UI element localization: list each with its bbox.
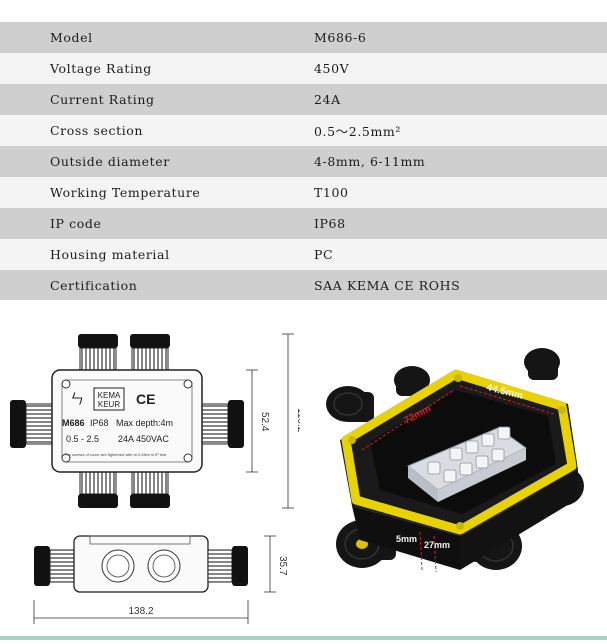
spec-label: Working Temperature xyxy=(50,185,201,200)
keur-text: KEUR xyxy=(98,400,120,409)
side-view xyxy=(34,535,248,593)
spec-label: Outside diameter xyxy=(50,154,170,169)
photo-dimension-lines xyxy=(361,385,555,573)
spec-value: 24A xyxy=(314,92,341,107)
spec-value: SAA KEMA CE ROHS xyxy=(314,278,461,293)
bottom-gland-left xyxy=(78,471,118,508)
photo-terminal-block xyxy=(407,426,527,502)
spec-label: IP code xyxy=(50,216,102,231)
technical-drawing: ㄣ KEMA KEUR CE M686 IP68 Max depth:4m 0.… xyxy=(0,300,320,640)
photo-svg: 72mm 44.5mm 5mm 27mm xyxy=(326,348,584,573)
drawing-svg: ㄣ KEMA KEUR CE M686 IP68 Max depth:4m 0.… xyxy=(10,333,306,624)
spec-value: T100 xyxy=(314,185,349,200)
spec-row-certification: Certification SAA KEMA CE ROHS xyxy=(0,270,607,301)
spec-row-model: Model M686-6 xyxy=(0,22,607,53)
dim-side xyxy=(264,535,276,593)
spec-row-ip-code: IP code IP68 xyxy=(0,208,607,239)
photo-gasket xyxy=(341,369,577,535)
spec-label: Model xyxy=(50,30,93,45)
spec-label: Housing material xyxy=(50,247,170,262)
spec-label: Current Rating xyxy=(50,92,155,107)
side-gland-left xyxy=(10,400,57,448)
spec-label: Cross section xyxy=(50,123,144,138)
top-gland-right xyxy=(130,334,170,371)
spec-row-voltage: Voltage Rating 450V xyxy=(0,53,607,84)
bottom-accent-line xyxy=(0,636,607,640)
spec-label: Certification xyxy=(50,278,138,293)
brand-logo: ㄣ xyxy=(70,391,84,407)
spec-label: Voltage Rating xyxy=(50,61,152,76)
spec-table: Model M686-6 Voltage Rating 450V Current… xyxy=(0,22,607,301)
photo-dim-d: 27mm xyxy=(424,540,450,550)
dim-width xyxy=(33,600,249,624)
drawing-ip: IP68 xyxy=(90,418,109,428)
top-gland-left xyxy=(78,334,118,371)
spec-row-working-temperature: Working Temperature T100 xyxy=(0,177,607,208)
spec-value: PC xyxy=(314,247,334,262)
spec-row-current: Current Rating 24A xyxy=(0,84,607,115)
drawing-section: 0.5 - 2.5 xyxy=(66,434,99,444)
drawing-model: M686 xyxy=(62,418,85,428)
dim-inner-height-label: 52.4 xyxy=(259,412,270,432)
spec-row-cross-section: Cross section 0.5～2.5mm² xyxy=(0,115,607,146)
housing-outline xyxy=(51,369,203,473)
side-gland-right xyxy=(197,400,244,448)
dim-inner-height xyxy=(246,369,258,473)
bottom-gland-right xyxy=(130,471,170,508)
spec-value: M686-6 xyxy=(314,30,367,45)
ce-mark: CE xyxy=(136,391,155,407)
drawing-depth: Max depth:4m xyxy=(116,418,173,428)
spec-row-outside-diameter: Outside diameter 4-8mm, 6-11mm xyxy=(0,146,607,177)
product-photo: 72mm 44.5mm 5mm 27mm xyxy=(300,300,607,640)
drawing-note: The screws of cover are tightened with t… xyxy=(64,452,167,457)
spec-value: 4-8mm, 6-11mm xyxy=(314,154,426,169)
spec-value: IP68 xyxy=(314,216,346,231)
dim-side-label: 35.7 xyxy=(277,556,288,576)
kema-mark xyxy=(93,387,125,411)
spec-value: 0.5～2.5mm² xyxy=(314,124,401,139)
spec-value: 450V xyxy=(314,61,350,76)
drawing-rating: 24A 450VAC xyxy=(118,434,169,444)
photo-dim-c: 5mm xyxy=(396,534,417,544)
spec-row-housing-material: Housing material PC xyxy=(0,239,607,270)
kema-text: KEMA xyxy=(98,391,121,400)
dim-outer-height xyxy=(282,333,294,509)
dim-width-label: 138.2 xyxy=(128,606,153,617)
